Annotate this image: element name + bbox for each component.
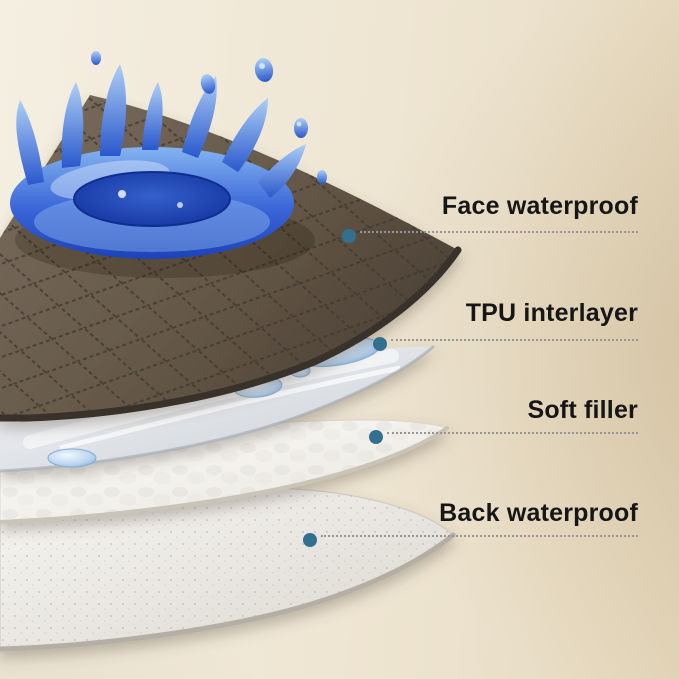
label-back-waterproof: Back waterproof <box>439 499 638 527</box>
label-face-waterproof: Face waterproof <box>441 192 638 220</box>
leader-dot-back-waterproof <box>303 533 317 547</box>
leader-line-tpu-interlayer <box>391 339 638 341</box>
leader-dot-tpu-interlayer <box>373 337 387 351</box>
leader-dot-face-waterproof <box>342 229 356 243</box>
label-tpu-interlayer: TPU interlayer <box>465 299 638 327</box>
leader-line-face-waterproof <box>360 231 638 233</box>
flying-droplets <box>91 51 327 184</box>
leader-dot-soft-filler <box>369 430 383 444</box>
back-waterproof-layer <box>0 487 456 652</box>
splash-crown-spikes <box>16 64 306 198</box>
leader-line-soft-filler <box>387 432 638 434</box>
water-splash <box>10 51 327 259</box>
leader-line-back-waterproof <box>321 535 638 537</box>
label-soft-filler: Soft filler <box>527 396 638 424</box>
